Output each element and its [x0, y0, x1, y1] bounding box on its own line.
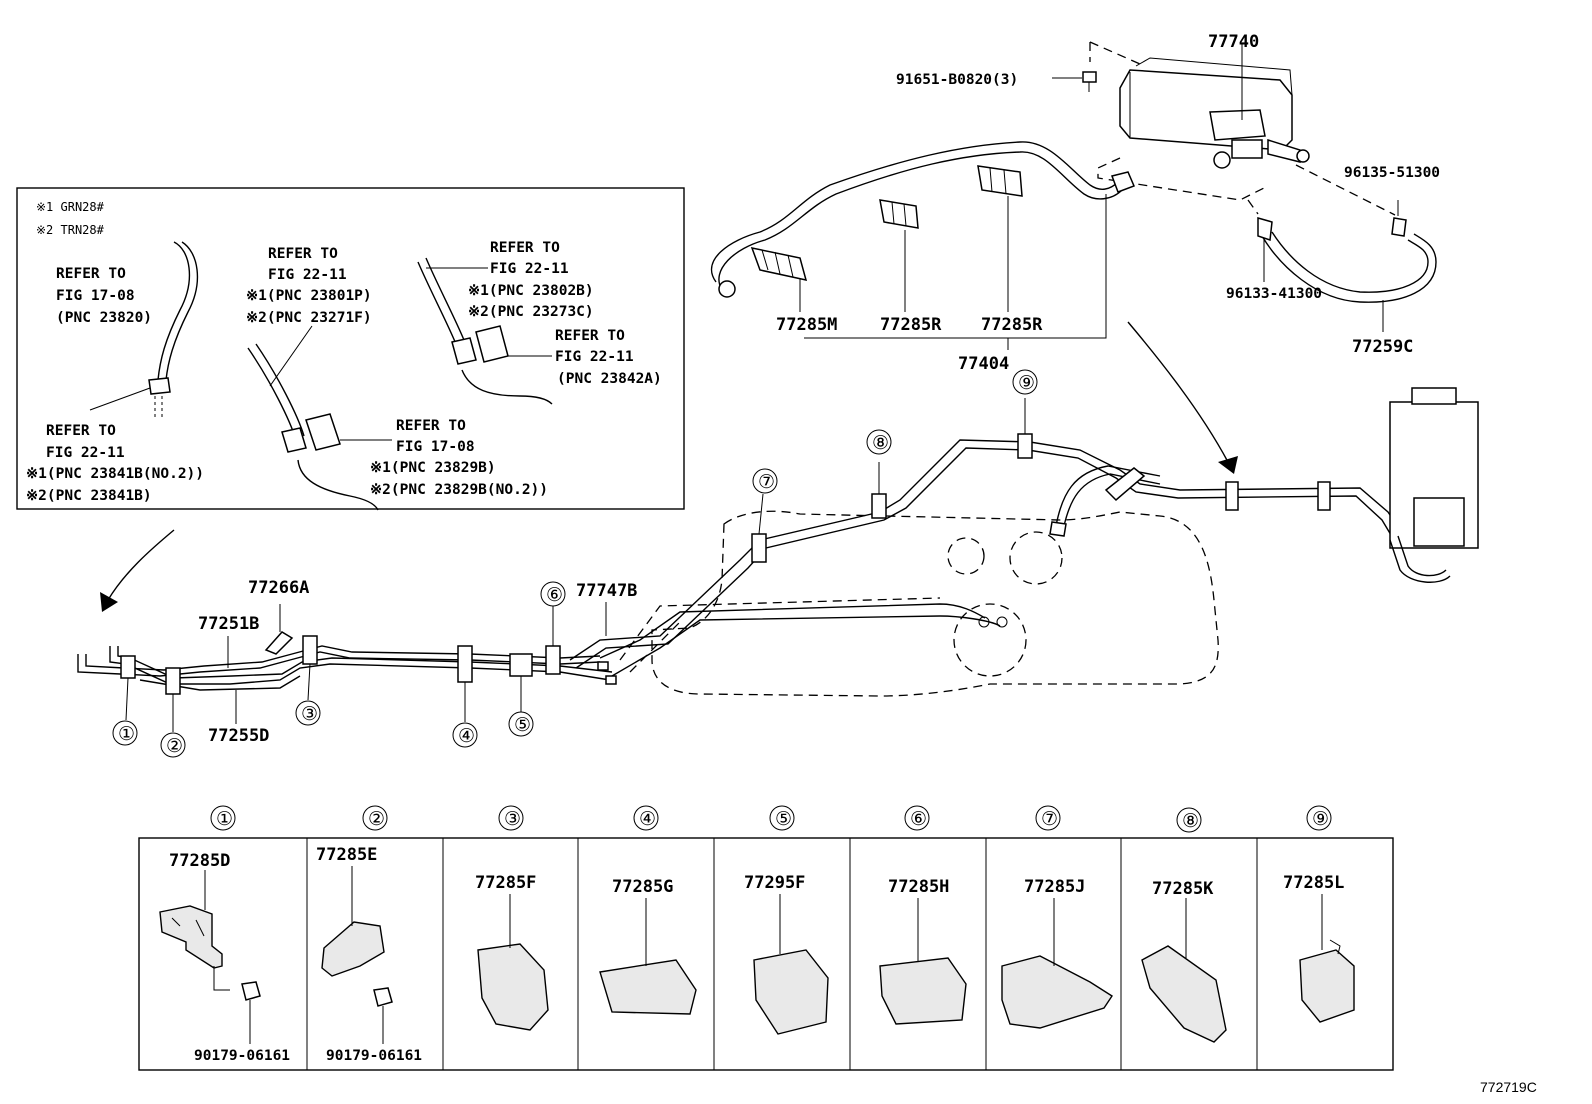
- table-part: 77285D: [169, 851, 230, 871]
- ref-line: FIG 17-08: [396, 439, 475, 455]
- part-label: 91651-B0820(3): [896, 72, 1018, 88]
- arrow-inset: [107, 529, 175, 601]
- ref-line: ※2(PNC 23273C): [468, 304, 594, 320]
- ref-line: (PNC 23842A): [557, 371, 662, 387]
- table-header: ⑦: [1041, 808, 1058, 830]
- part-label: 77266A: [248, 578, 309, 598]
- parts-table: [138, 805, 1394, 1071]
- callout-5: ⑤: [514, 714, 531, 736]
- callouts-main: [112, 369, 1038, 758]
- callout-3: ③: [301, 703, 318, 725]
- ref-line: (PNC 23820): [56, 310, 152, 326]
- arrow-inset-head: [100, 592, 118, 612]
- table-part: 77285F: [475, 873, 536, 893]
- table-part: 77295F: [744, 873, 805, 893]
- ref-line: REFER TO: [56, 266, 126, 282]
- fuel-lines: [77, 433, 1401, 695]
- inset-ref-4: REFER TO FIG 22-11 (PNC 23842A): [555, 328, 662, 387]
- table-header: ①: [216, 808, 233, 830]
- part-label: 77285R: [981, 315, 1043, 335]
- leader-lines-main: [125, 398, 1026, 732]
- ref-line: ※1(PNC 23829B): [370, 460, 496, 476]
- ref-line: ※2(PNC 23271F): [246, 310, 372, 326]
- table-header: ⑤: [775, 808, 792, 830]
- callout-7: ⑦: [758, 471, 775, 493]
- arrow-canister-head: [1218, 456, 1238, 474]
- charcoal-canister: [1052, 41, 1396, 216]
- canister-right: [1389, 387, 1479, 583]
- ref-line: FIG 22-11: [490, 261, 569, 277]
- part-label: 77740: [1208, 32, 1259, 52]
- inset-ref-5: REFER TO FIG 17-08 ※1(PNC 23829B) ※2(PNC…: [370, 418, 548, 498]
- ref-line: ※2(PNC 23841B): [26, 488, 152, 504]
- inset-ref-6: REFER TO FIG 22-11 ※1(PNC 23841B(NO.2)) …: [26, 423, 204, 504]
- inset-box: [16, 187, 685, 511]
- inset-note-2: ※2 TRN28#: [36, 223, 105, 237]
- table-header: ④: [639, 808, 656, 830]
- table-header: ⑧: [1182, 810, 1199, 832]
- table-header: ③: [504, 808, 521, 830]
- ref-line: REFER TO: [490, 240, 560, 256]
- ref-line: REFER TO: [396, 418, 466, 434]
- hose-77259c: [1257, 200, 1437, 332]
- table-part: 77285K: [1152, 879, 1214, 899]
- inset-ref-1: REFER TO FIG 17-08 (PNC 23820): [56, 266, 152, 326]
- ref-line: FIG 22-11: [46, 445, 125, 461]
- ref-line: ※1(PNC 23841B(NO.2)): [26, 466, 204, 482]
- leader-lines-top: [799, 44, 1243, 350]
- table-part: 77285L: [1283, 873, 1344, 893]
- part-label: 96133-41300: [1226, 286, 1322, 302]
- part-label: 77251B: [198, 614, 259, 634]
- part-label: 77259C: [1352, 337, 1413, 357]
- inset-notes: ※1 GRN28# ※2 TRN28#: [36, 200, 105, 237]
- callout-9: ⑨: [1018, 372, 1035, 394]
- ref-line: ※2(PNC 23829B(NO.2)): [370, 482, 548, 498]
- table-header: ⑨: [1312, 808, 1329, 830]
- part-label: 77285R: [880, 315, 942, 335]
- table-header: ②: [368, 808, 385, 830]
- table-cells: 77285D 90179-06161 77285E 90179-06161 77…: [169, 845, 1344, 1064]
- arrow-canister: [1127, 321, 1229, 463]
- ref-line: ※1(PNC 23802B): [468, 283, 594, 299]
- fuel-tank-outline: [651, 510, 1219, 697]
- part-label: 77404: [958, 354, 1009, 374]
- table-headers: ① ② ③ ④ ⑤ ⑥ ⑦ ⑧ ⑨: [216, 808, 1329, 832]
- table-part: 77285J: [1024, 877, 1085, 897]
- ref-line: ※1(PNC 23801P): [246, 288, 372, 304]
- table-header: ⑥: [910, 808, 927, 830]
- ref-line: REFER TO: [555, 328, 625, 344]
- callout-4: ④: [458, 725, 475, 747]
- table-sub: 90179-06161: [194, 1048, 290, 1064]
- callout-1: ①: [118, 723, 135, 745]
- inset-note-1: ※1 GRN28#: [36, 200, 105, 214]
- ref-line: FIG 22-11: [555, 349, 634, 365]
- callout-8: ⑧: [872, 432, 889, 454]
- inset-ref-3: REFER TO FIG 22-11 ※1(PNC 23802B) ※2(PNC…: [468, 240, 594, 320]
- ref-line: FIG 22-11: [268, 267, 347, 283]
- callout-numbers: ① ② ③ ④ ⑤ ⑥ ⑦ ⑧ ⑨: [118, 372, 1035, 757]
- vent-hose-assembly: [710, 141, 1135, 298]
- diagram-id: 772719C: [1480, 1079, 1537, 1095]
- callout-6: ⑥: [546, 584, 563, 606]
- part-label: 77747B: [576, 581, 637, 601]
- ref-line: REFER TO: [268, 246, 338, 262]
- table-sub: 90179-06161: [326, 1048, 422, 1064]
- table-part: 77285G: [612, 877, 673, 897]
- callout-2: ②: [166, 735, 183, 757]
- ref-line: REFER TO: [46, 423, 116, 439]
- table-part: 77285E: [316, 845, 377, 865]
- part-labels: 77740 91651-B0820(3) 96135-51300 96133-4…: [198, 32, 1440, 746]
- part-label: 77255D: [208, 726, 269, 746]
- ref-line: FIG 17-08: [56, 288, 135, 304]
- inset-ref-2: REFER TO FIG 22-11 ※1(PNC 23801P) ※2(PNC…: [246, 246, 372, 326]
- table-part: 77285H: [888, 877, 949, 897]
- part-label: 77285M: [776, 315, 837, 335]
- part-label: 96135-51300: [1344, 165, 1440, 181]
